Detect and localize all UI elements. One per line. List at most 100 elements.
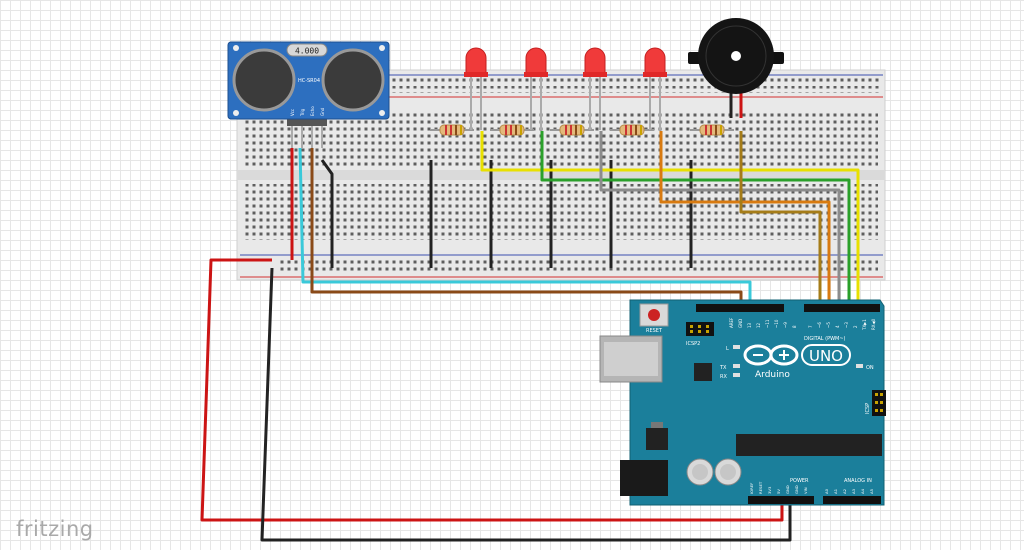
wire-sensor-trig[interactable] [298,147,752,310]
rail-top-holes-1 [390,78,880,85]
fritzing-brand: fritzing [16,517,94,541]
pin-label-a0: A0 [824,488,829,494]
piezo-buzzer[interactable] [688,18,784,118]
sensor-model-label: HC-SR04 [298,78,320,84]
arduino-board [629,299,885,506]
resistor-1[interactable] [430,124,474,136]
resistors [430,124,734,136]
voltage-regulator [646,428,668,450]
arduino-uno[interactable]: RESET ICSP2 AREF GND 13 12 ~11 ~10 ~9 8 … [599,299,886,506]
analog-pin-labels: A0 A1 A2 A3 A4 A5 [824,488,874,494]
pin-label-7: 7 [808,325,813,328]
wire-led4-signal[interactable] [659,131,831,310]
arduino-brand-text: Arduino [755,370,790,380]
pin-label-gnd-1: GND [785,485,790,494]
pin-label-12: 12 [756,322,761,328]
icsp2-label: ICSP2 [686,341,700,347]
sensor-crystal [286,43,328,57]
pin-label-9: ~9 [783,322,788,328]
pin-label-11: ~11 [765,319,770,328]
pin-label-rx0: RX◀0 [871,318,876,330]
uno-logo-text: UNO [809,347,843,365]
power-header [748,496,814,504]
pin-label-10: ~10 [774,319,779,328]
pin-label-13: 13 [747,322,752,328]
sensor-crystal-label: 4.000 [295,47,319,56]
icsp-label: ICSP [865,403,871,414]
pin-label-tx1: TX▶1 [862,319,867,331]
rx-led-label: RX [720,374,727,380]
reset-label: RESET [646,328,663,334]
arduino-logo: UNO Arduino [743,344,851,380]
tx-led [733,364,740,368]
icsp-header [872,390,886,416]
pin-label-a3: A3 [851,488,856,494]
pin-label-gnd-2: GND [794,485,799,494]
wires [200,131,860,542]
power-label: POWER [790,478,809,484]
pin-label-4: 4 [835,325,840,328]
leds [464,47,667,130]
small-chip [694,363,712,381]
sensor-pin-gnd: Gnd [320,107,325,116]
icsp2-header [686,322,714,336]
wire-led3-signal[interactable] [599,131,841,310]
sensor-pin-trig: Trig [300,108,305,117]
pin-label-gnd-top: GND [738,319,743,328]
atmega-chip [736,434,882,456]
sensor-transducer-left [232,48,296,112]
wire-sensor-gnd[interactable] [320,159,334,268]
sensor-pin-vcc: Vcc [290,109,295,116]
ultrasonic-sensor[interactable]: 4.000 HC-SR04 Vcc Trig Echo Gnd [227,41,390,148]
digital-header-1 [696,304,784,312]
sensor-transducer-right [321,48,385,112]
wire-led2-signal[interactable] [540,131,851,310]
pin-label-3v3: 3V3 [767,486,772,494]
pin-label-5v: 5V [776,489,781,494]
pin-label-aref: AREF [729,317,734,328]
wire-5v-red[interactable] [200,258,784,522]
led-3[interactable] [583,47,607,130]
pin-label-a5: A5 [869,488,874,494]
led-4[interactable] [643,47,667,130]
sensor-pin-header [287,118,327,126]
l-led [733,345,740,349]
pin-label-a2: A2 [842,488,847,494]
pin-label-3: ~3 [844,322,849,328]
rail-top-holes-2 [390,86,880,93]
pin-label-vin: VIN [803,487,808,494]
rail-bottom-holes-2 [278,266,878,273]
resistor-3[interactable] [550,124,594,136]
power-pin-labels: IOREF RESET 3V3 5V GND GND VIN [749,481,808,494]
pin-label-reset: RESET [758,481,763,494]
power-jack [620,460,668,496]
pin-label-6: ~6 [817,322,822,328]
digital-header-2 [804,304,880,312]
led-2[interactable] [524,47,548,130]
pin-label-ioref: IOREF [749,483,754,494]
analog-header [823,496,881,504]
resistor-5[interactable] [690,124,734,136]
resistor-4[interactable] [610,124,654,136]
tx-led-label: TX [719,365,727,371]
rx-led [733,373,740,377]
sensor-pin-echo: Echo [310,106,315,116]
led-1[interactable] [464,47,488,130]
wire-buzzer-signal[interactable] [739,131,822,310]
wire-led1-signal[interactable] [480,131,860,310]
on-led-label: ON [866,365,874,371]
analog-label: ANALOG IN [844,478,872,484]
on-led [856,364,863,368]
digital-pin-labels: AREF GND 13 12 ~11 ~10 ~9 8 7 ~6 ~5 4 ~3… [729,317,876,331]
pin-label-a1: A1 [833,488,838,494]
pin-label-2: 2 [853,325,858,328]
wire-gnd-black[interactable] [260,267,792,542]
digital-label: DIGITAL (PWM~) [804,336,846,342]
rail-bottom-holes-1 [278,258,878,265]
pin-label-8: 8 [792,325,797,328]
pin-label-5: ~5 [826,322,831,328]
pin-label-a4: A4 [860,488,865,494]
resistor-2[interactable] [490,124,534,136]
l-led-label: L [726,346,729,352]
